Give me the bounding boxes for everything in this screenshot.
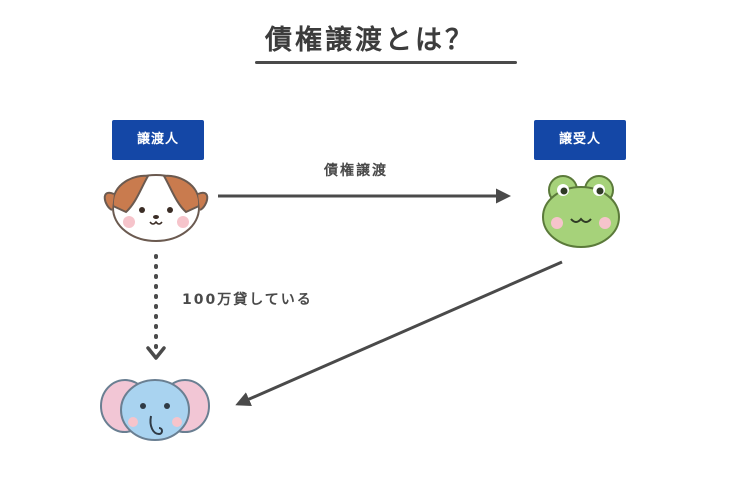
frog-face-icon	[542, 175, 620, 248]
title-underline	[255, 61, 517, 64]
loan-edge-label: 100万貸している	[182, 292, 313, 308]
transfer-edge-label: 債権譲渡	[324, 163, 388, 179]
claim-arrow	[235, 260, 563, 407]
transferee-badge: 譲受人	[534, 120, 626, 160]
loan-arrowhead	[146, 346, 166, 360]
elephant-face-icon	[100, 379, 210, 441]
dog-face-icon	[103, 174, 209, 242]
page-title: 債権譲渡とは？	[265, 25, 475, 56]
transferor-badge: 譲渡人	[112, 120, 204, 160]
